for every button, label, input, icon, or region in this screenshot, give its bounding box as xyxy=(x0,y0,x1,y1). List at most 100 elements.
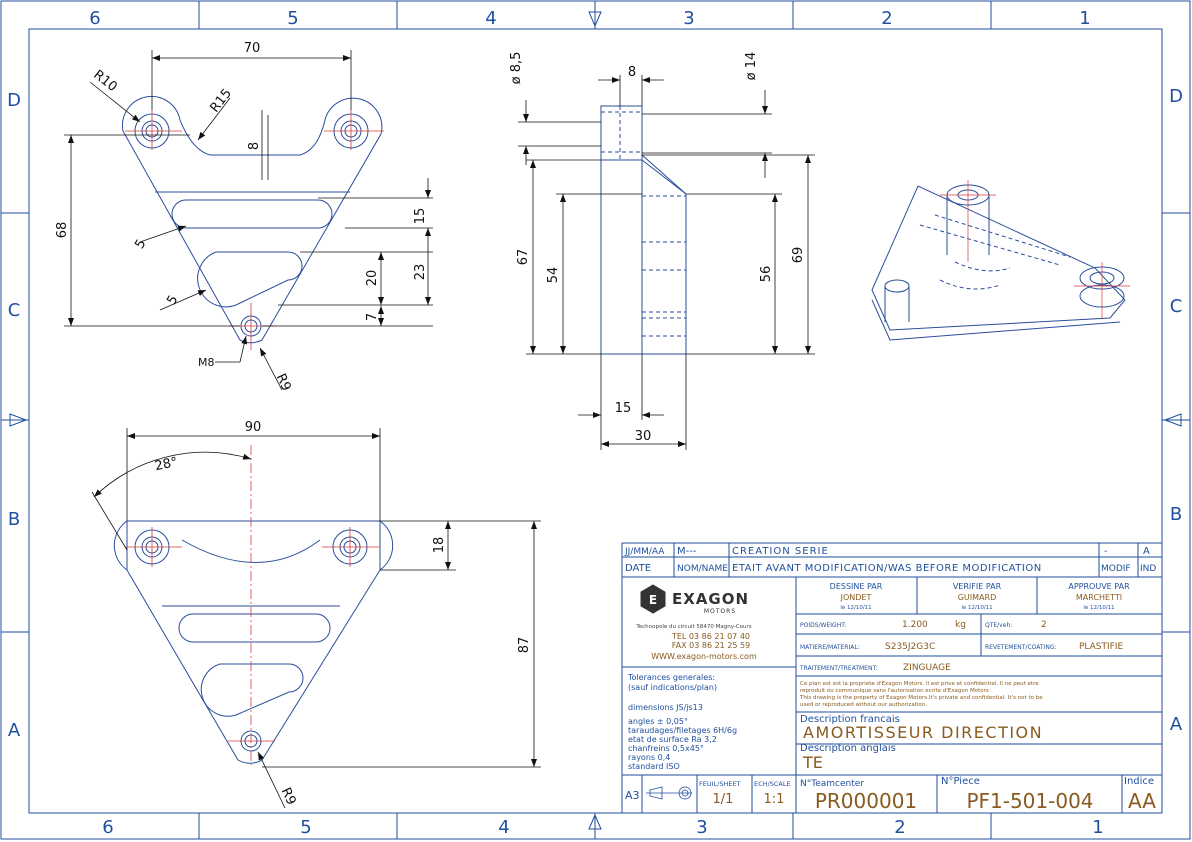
column-label: 4 xyxy=(498,817,509,838)
column-label: 6 xyxy=(89,8,100,29)
dim-slot-5: 5 xyxy=(132,237,149,252)
column-label: 1 xyxy=(1092,817,1103,838)
sheet-value: 1/1 xyxy=(713,792,734,807)
column-label: 5 xyxy=(300,817,311,838)
svg-text:E: E xyxy=(649,593,657,607)
col-text: ETAIT AVANT MODIFICATION/WAS BEFORE MODI… xyxy=(732,563,1042,574)
dim-20: 20 xyxy=(365,270,380,287)
approved-label: APPROUVE PAR xyxy=(1068,582,1130,591)
dim-7: 7 xyxy=(365,313,380,321)
coating-label: REVETEMENT/COATING: xyxy=(985,644,1057,651)
dim-8: 8 xyxy=(247,142,262,150)
dim-15: 15 xyxy=(615,401,632,416)
dim-8: 8 xyxy=(628,65,636,80)
drawn-name: JONDET xyxy=(840,593,872,602)
column-label: 5 xyxy=(287,8,298,29)
index-label: Indice xyxy=(1124,776,1154,787)
format: A3 xyxy=(625,789,640,802)
row-label: C xyxy=(8,300,21,321)
row-label: B xyxy=(1170,504,1182,525)
company-tel: TEL 03 86 21 07 40 xyxy=(671,632,750,641)
confidential-line: Ce plan est est la propriete d'Exagon Mo… xyxy=(800,681,1039,687)
dim-dia-14: ø 14 xyxy=(744,52,759,81)
side-view: ø 8,5 ø 14 8 67 54 56 69 15 30 xyxy=(509,52,815,450)
desc-en-label: Description anglais xyxy=(800,743,896,754)
tolerance-line: Tolerances generales: xyxy=(627,673,715,682)
qty-label: QTE/veh: xyxy=(985,622,1012,629)
dim-54: 54 xyxy=(546,267,561,284)
desc-fr: AMORTISSEUR DIRECTION xyxy=(803,723,1043,742)
treatment-value: ZINGUAGE xyxy=(903,663,951,673)
material-value: S235J2G3C xyxy=(885,642,935,652)
rev-date: JJ/MM/AA xyxy=(624,547,665,557)
tolerance-line: taraudages/filetages 6H/6g xyxy=(628,726,737,735)
sheet-label: FEUIL/SHEET xyxy=(699,780,741,788)
teamcenter-label: N°Teamcenter xyxy=(800,779,864,789)
column-label: 2 xyxy=(894,817,905,838)
checked-date: le 12/10/11 xyxy=(961,605,992,611)
approved-name: MARCHETTI xyxy=(1076,593,1122,602)
row-label: C xyxy=(1170,296,1183,317)
top-view: 70 R10 R15 8 68 15 23 20 7 5 5 M8 R9 xyxy=(55,41,433,394)
rev-text: CREATION SERIE xyxy=(732,546,829,557)
column-label: 1 xyxy=(1079,8,1090,29)
confidential-line: used or reproduced without our authoriza… xyxy=(800,702,927,708)
dim-69: 69 xyxy=(791,247,806,264)
weight-unit: kg xyxy=(955,620,966,630)
dim-23: 23 xyxy=(413,264,428,281)
rev-name: M--- xyxy=(677,546,697,557)
dim-slot-5: 5 xyxy=(164,293,181,308)
tolerance-line: dimensions JS/js13 xyxy=(628,703,703,712)
dim-r9: R9 xyxy=(278,786,299,808)
logo-text: EXAGON xyxy=(672,590,749,608)
approved-date: le 12/10/11 xyxy=(1083,605,1114,611)
rev-modif: - xyxy=(1104,546,1108,557)
logo-subtext: MOTORS xyxy=(704,608,736,615)
treatment-label: TRAITEMENT/TREATMENT: xyxy=(799,665,877,672)
desc-en: TE xyxy=(802,753,823,772)
drawn-date: le 12/10/11 xyxy=(840,605,871,611)
dim-68: 68 xyxy=(55,222,70,239)
row-label: D xyxy=(1169,86,1183,107)
column-label: 6 xyxy=(102,817,113,838)
confidential-line: reproduit ou communique sans l'autorisat… xyxy=(800,688,989,694)
drawn-label: DESSINE PAR xyxy=(830,582,883,591)
scale-value: 1:1 xyxy=(764,792,785,807)
dim-dia-8-5: ø 8,5 xyxy=(509,52,524,85)
weight-label: POIDS/WEIGHT: xyxy=(800,622,846,629)
col-index: IND xyxy=(1140,564,1156,574)
company-fax: FAX 03 86 21 25 59 xyxy=(672,641,750,650)
signatures: DESSINE PAR JONDET le 12/10/11 VERIFIE P… xyxy=(830,582,1130,611)
projection-symbol xyxy=(646,786,692,800)
column-labels-bottom: 6 5 4 3 2 1 xyxy=(102,817,1103,838)
tolerance-line: standard ISO xyxy=(628,762,680,771)
material-label: MATIERE/MATERIAL: xyxy=(800,644,860,651)
checked-label: VERIFIE PAR xyxy=(953,582,1002,591)
bottom-view: 90 28° 18 87 R9 xyxy=(91,420,541,809)
tolerance-line: chanfreins 0,5x45° xyxy=(628,744,704,753)
company-web: WWW.exagon-motors.com xyxy=(651,652,757,661)
confidential-line: This drawing is the property of Exagon M… xyxy=(799,695,1043,701)
desc-fr-label: Description francais xyxy=(800,714,900,725)
column-label: 2 xyxy=(881,8,892,29)
piece-label: N°Piece xyxy=(941,776,980,787)
dim-r9: R9 xyxy=(273,372,294,394)
column-labels-top: 6 5 4 3 2 1 xyxy=(89,8,1090,29)
dim-angle-28: 28° xyxy=(153,455,179,474)
tolerances: Tolerances generales: (sauf indications/… xyxy=(627,673,737,771)
dim-18: 18 xyxy=(432,537,447,554)
qty-value: 2 xyxy=(1041,620,1047,630)
column-label: 3 xyxy=(683,8,694,29)
exagon-logo: E EXAGON MOTORS xyxy=(640,584,749,615)
thread-m8: M8 xyxy=(198,356,215,369)
checked-name: GUIMARD xyxy=(958,593,997,602)
col-name: NOM/NAME xyxy=(677,564,728,574)
dim-30: 30 xyxy=(635,429,652,444)
row-label: D xyxy=(7,90,21,111)
dim-r15: R15 xyxy=(207,86,235,115)
teamcenter-number: PR000001 xyxy=(815,789,917,813)
col-date: DATE xyxy=(625,563,651,574)
company-address: Technopole du circuit 58470 Magny-Cours xyxy=(635,624,751,630)
row-label: B xyxy=(8,509,20,530)
